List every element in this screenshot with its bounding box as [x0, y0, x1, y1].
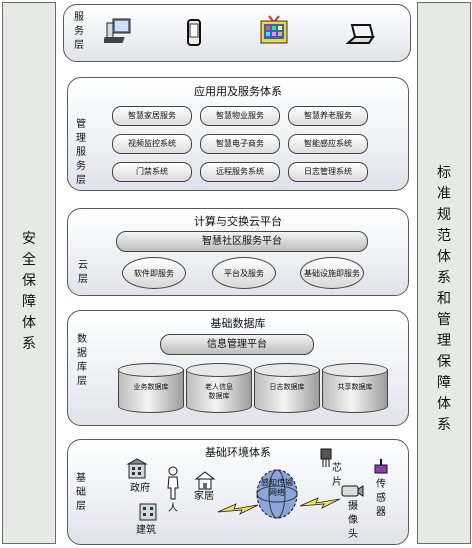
data-layer-title: 基础数据库 [210, 317, 266, 330]
lightning-right-icon [300, 497, 340, 509]
cloud-service-oval: 基础设施即服务 [300, 257, 364, 289]
base-layer-label: 基础层 [76, 473, 86, 512]
building-label: 建筑 [136, 525, 156, 536]
tv-icon [260, 15, 288, 51]
home-label: 家居 [194, 491, 214, 502]
camera-label: 摄像头 [348, 501, 358, 540]
laptop-icon [345, 23, 376, 51]
person-icon [166, 466, 180, 504]
database-cylinder: 日志数据库 [254, 363, 320, 413]
lightning-left-icon [218, 503, 258, 515]
desktop-computer-icon [102, 17, 134, 51]
management-layer-title: 应用用及服务体系 [194, 85, 282, 98]
mobile-phone-icon [186, 19, 202, 51]
home-icon [194, 470, 216, 494]
service-layer-label: 服务层 [74, 12, 84, 51]
community-service-platform-bar: 智慧社区服务平台 [116, 231, 368, 252]
network-globe-icon [254, 466, 300, 524]
security-pillar-text: 安全保障体系 [22, 231, 36, 352]
building-icon [138, 502, 158, 526]
service-pill: 智慧物业服务 [200, 106, 280, 126]
service-pill: 视频监控系统 [112, 134, 192, 154]
service-pill: 远程服务系统 [200, 162, 280, 182]
database-cylinder: 老人信息数据库 [186, 363, 252, 413]
data-layer-label: 数据库层 [77, 334, 87, 387]
network-label: 感知传输网络 [261, 478, 293, 497]
standards-pillar-text: 标准规范体系和管理保障体系 [437, 165, 451, 433]
service-pill: 智能感应系统 [288, 134, 368, 154]
data-layer-panel: 基础数据库 信息管理平台 数据库层 业务数据库老人信息数据库日志数据库共享数据库 [67, 310, 409, 426]
cloud-service-oval: 软件即服务 [122, 257, 186, 289]
service-pill: 智慧家居服务 [112, 106, 192, 126]
sensor-icon [372, 458, 390, 480]
sensor-label: 传感器 [376, 479, 386, 518]
camera-icon [340, 482, 364, 504]
management-layer-panel: 应用用及服务体系 管理服务层 智慧家居服务智慧物业服务智慧养老服务视频监控系统智… [67, 77, 409, 191]
management-layer-label: 管理服务层 [76, 119, 86, 186]
cloud-layer-title: 计算与交换云平台 [194, 215, 282, 228]
base-layer-panel: 基础环境体系 基础层 政府 人 家居 建筑 感知传输网络 芯片 摄像头 传 [67, 439, 409, 545]
base-layer-title: 基础环境体系 [205, 446, 271, 459]
government-label: 政府 [130, 483, 150, 494]
chip-icon [318, 448, 334, 472]
government-icon [126, 458, 148, 484]
service-layer-panel: 服务层 [63, 4, 411, 62]
security-pillar: 安全保障体系 [2, 2, 56, 544]
service-pill: 日志管理系统 [288, 162, 368, 182]
person-label: 人 [168, 503, 178, 514]
service-pill: 门禁系统 [112, 162, 192, 182]
database-cylinder: 业务数据库 [118, 363, 184, 413]
cloud-layer-label: 云层 [78, 260, 88, 285]
database-cylinder: 共享数据库 [322, 363, 388, 413]
service-pill: 智慧养老服务 [288, 106, 368, 126]
service-pill: 智慧电子商务 [200, 134, 280, 154]
cloud-service-oval: 平台及服务 [212, 257, 276, 289]
cloud-layer-panel: 计算与交换云平台 智慧社区服务平台 云层 软件即服务平台及服务基础设施即服务 [67, 208, 409, 296]
standards-pillar: 标准规范体系和管理保障体系 [417, 2, 471, 544]
info-management-platform-bar: 信息管理平台 [160, 334, 314, 355]
chip-label: 芯片 [332, 463, 342, 488]
